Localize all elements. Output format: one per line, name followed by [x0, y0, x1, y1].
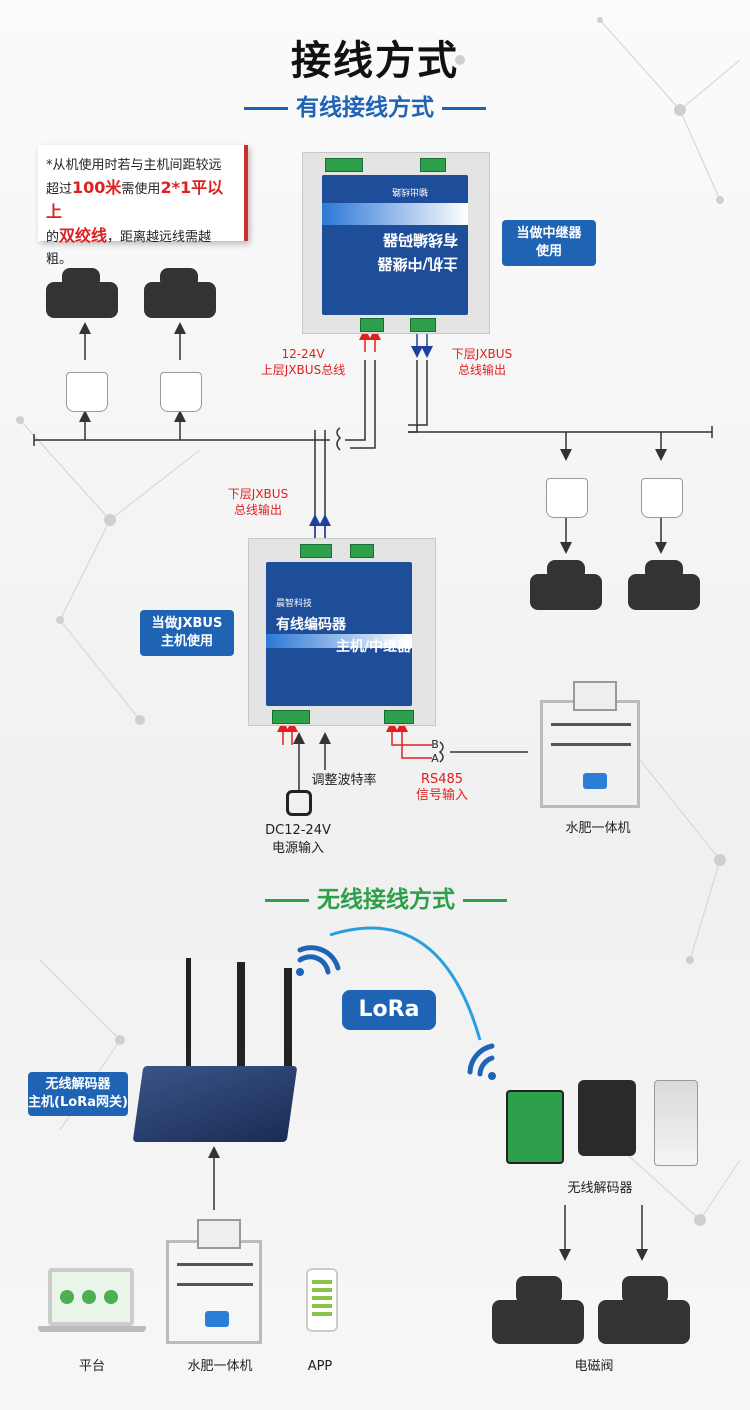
main-device-terminal: [350, 544, 374, 558]
power-label: DC12-24V 电源输入: [265, 823, 331, 856]
power-plug-icon: [286, 790, 312, 816]
main-device-terminal: [272, 710, 310, 724]
platform-laptop: [48, 1268, 134, 1326]
top-device-text2: 有线编码器: [382, 231, 458, 249]
wifi-icon: [297, 945, 341, 975]
host-tag: 当做JXBUS 主机使用: [140, 610, 234, 656]
valve-label: 电磁阀: [574, 1359, 614, 1374]
main-device-text1: 有线编码器: [276, 617, 346, 633]
baud-label: 调整波特率: [311, 773, 377, 788]
b-label: B: [431, 738, 439, 751]
lower-bus-label-mid: 下层JXBUS 总线输出: [227, 487, 289, 517]
decoder-cap: [546, 478, 588, 518]
solenoid-valve: [622, 1276, 668, 1304]
wired-heading-text: 有线接线方式: [296, 95, 434, 121]
wireless-decoder: [506, 1090, 564, 1164]
main-device: 晨智科技 有线编码器 主机/中继器: [266, 562, 412, 706]
valve: [144, 282, 216, 318]
note-line2: 超过100米需使用2*1平以上: [46, 178, 224, 221]
app-label: APP: [307, 1359, 333, 1374]
top-device-terminal: [410, 318, 436, 332]
top-device-terminal: [325, 158, 363, 172]
valve: [62, 268, 100, 288]
wireless-heading-text: 无线接线方式: [317, 887, 455, 913]
top-device-terminal: [360, 318, 384, 332]
decoder-cap: [66, 372, 108, 412]
top-device: 主机/中继器 有线编码器 输出线路: [322, 175, 468, 315]
solenoid-valve: [492, 1300, 584, 1344]
page-title: 接线方式: [291, 38, 459, 84]
lower-bus-label-top: 下层JXBUS 总线输出: [451, 347, 513, 377]
solenoid-valve: [516, 1276, 562, 1304]
repeater-tag: 当做中继器 使用: [502, 220, 596, 266]
wireless-decoder: [578, 1080, 636, 1156]
a-label: A: [431, 752, 439, 765]
decoder-label: 无线解码器: [567, 1181, 633, 1196]
fertigation-machine: [166, 1219, 262, 1344]
top-device-text1: 主机/中继器: [377, 255, 458, 273]
valve: [547, 560, 585, 580]
fertigation-machine: [540, 681, 640, 808]
top-device-terminal: [420, 158, 446, 172]
valve: [645, 560, 683, 580]
distance-note: *从机使用时若与主机间距较远 超过100米需使用2*1平以上 的双绞线，距离越远…: [38, 145, 248, 267]
wireless-heading: 无线接线方式: [257, 880, 515, 914]
fertigation-label-wireless: 水肥一体机: [187, 1359, 253, 1374]
main-device-terminal: [384, 710, 414, 724]
antenna: [186, 958, 191, 1068]
valve: [530, 574, 602, 610]
platform-label: 平台: [78, 1359, 105, 1374]
fertigation-label: 水肥一体机: [565, 821, 631, 836]
decoder-cap: [641, 478, 683, 518]
gateway-tag: 无线解码器 主机(LoRa网关): [28, 1072, 128, 1116]
main-device-brand: 晨智科技: [276, 599, 313, 609]
valve: [628, 574, 700, 610]
top-device-text3: 输出线路: [391, 186, 428, 196]
solenoid-valve: [598, 1300, 690, 1344]
decoder-cap: [160, 372, 202, 412]
main-device-terminal: [300, 544, 332, 558]
rs485-label: RS485 信号输入: [415, 772, 468, 803]
note-line3: 的双绞线，距离越远线需越粗。: [46, 226, 212, 267]
antenna: [237, 962, 245, 1072]
app-phone: [306, 1268, 338, 1332]
lora-badge: LoRa: [342, 990, 436, 1030]
upper-bus-label: 12-24V 上层JXBUS总线: [260, 347, 346, 377]
lora-gateway: [132, 1066, 298, 1142]
wired-heading: 有线接线方式: [236, 88, 494, 122]
valve: [160, 268, 198, 288]
valve: [46, 282, 118, 318]
main-device-text2: 主机/中继器: [336, 639, 412, 655]
antenna: [284, 968, 292, 1078]
wireless-decoder: [654, 1080, 698, 1166]
note-line1: *从机使用时若与主机间距较远: [46, 158, 222, 173]
